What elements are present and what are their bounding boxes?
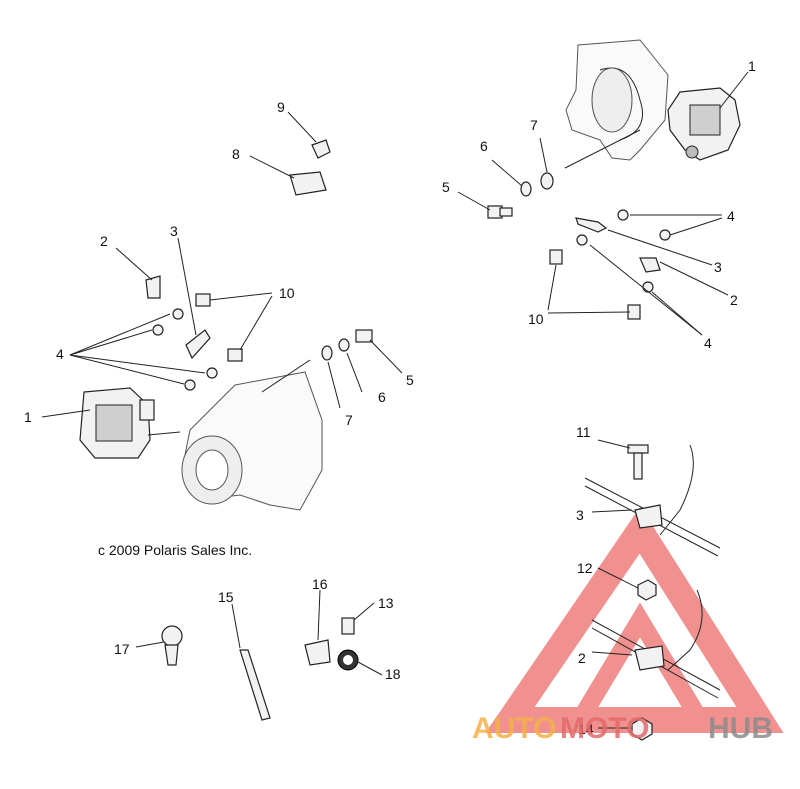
callout-5-mid: 5: [406, 372, 414, 388]
screw-13: [341, 617, 355, 635]
callout-7-right: 7: [530, 117, 538, 133]
watermark-logo: [485, 506, 784, 733]
nut-12: [637, 579, 657, 601]
fitting-2-right: [639, 257, 661, 273]
brake-line-lower: [591, 589, 721, 699]
callout-8: 8: [232, 146, 240, 162]
washer-7-mid: [321, 345, 333, 361]
callout-12: 12: [577, 560, 593, 576]
watermark-moto: MOTO: [560, 712, 649, 745]
screw-9: [311, 139, 331, 159]
bolt-5-mid: [355, 329, 373, 343]
callout-14: 14: [578, 721, 594, 737]
bolt-5-right: [487, 205, 513, 219]
callout-6-mid: 6: [378, 389, 386, 405]
bleeder-3-left: [185, 329, 211, 360]
clip-17: [161, 625, 183, 666]
callout-6-right: 6: [480, 138, 488, 154]
caliper-left: [79, 387, 155, 459]
washer-7-right: [540, 172, 554, 190]
callout-7-mid: 7: [345, 412, 353, 428]
watermark-hub: HUB: [708, 712, 773, 745]
washer-4-right-c: [576, 234, 588, 246]
bracket-8: [289, 171, 327, 196]
bolt-10-right-a: [549, 249, 563, 265]
callout-4-left: 4: [56, 346, 64, 362]
clip-16: [304, 639, 331, 666]
callout-1-right: 1: [748, 58, 756, 74]
knuckle-left: [181, 371, 323, 511]
callout-2-right: 2: [730, 292, 738, 308]
callout-4-right-top: 4: [727, 208, 735, 224]
washer-4-right-d: [642, 281, 654, 293]
washer-4-left-c: [206, 367, 218, 379]
washer-4-left-b: [152, 324, 164, 336]
washer-4-left-d: [184, 379, 196, 391]
callout-labels: 1 7 6 5 4 3 2 10 4 9 8 2 3 10 4 1 7 6 5 …: [24, 58, 756, 737]
callout-5-right: 5: [442, 179, 450, 195]
callout-3-clip: 3: [576, 507, 584, 523]
watermark-auto: AUTO: [472, 712, 556, 745]
watermark-text: AUTO MOTO HUB: [472, 712, 773, 745]
washer-4-right-a: [617, 209, 629, 221]
washer-4-right-b: [659, 229, 671, 241]
callout-15: 15: [218, 589, 234, 605]
callout-1-left: 1: [24, 409, 32, 425]
callout-2-clip: 2: [578, 650, 586, 666]
cable-tie-15: [239, 649, 271, 721]
callout-16: 16: [312, 576, 328, 592]
leader-lines: [41, 71, 749, 729]
callout-10-right: 10: [528, 311, 544, 327]
bleeder-3-right: [575, 217, 608, 233]
bolt-11: [627, 444, 649, 480]
callout-2-left: 2: [100, 233, 108, 249]
callout-3-left: 3: [170, 223, 178, 239]
caliper-right: [667, 87, 741, 161]
washer-6-mid: [338, 338, 350, 352]
callout-18: 18: [385, 666, 401, 682]
washer-4-left-a: [172, 308, 184, 320]
callout-10-left: 10: [279, 285, 295, 301]
callout-9: 9: [277, 99, 285, 115]
bolt-10-left-a: [195, 293, 211, 307]
callout-17: 17: [114, 641, 130, 657]
brake-line-upper: [584, 444, 721, 557]
fitting-2-left: [145, 275, 161, 299]
washer-6-right: [520, 181, 532, 197]
callout-11: 11: [576, 424, 591, 440]
p-clamp-18: [337, 649, 359, 671]
nut-14: [631, 717, 653, 741]
bolt-10-left-b: [227, 348, 243, 362]
callout-4-right-bottom: 4: [704, 335, 712, 351]
knuckle-right: [565, 39, 669, 161]
callout-13: 13: [378, 595, 394, 611]
callout-3-right: 3: [714, 259, 722, 275]
copyright-text: c 2009 Polaris Sales Inc.: [98, 542, 252, 558]
